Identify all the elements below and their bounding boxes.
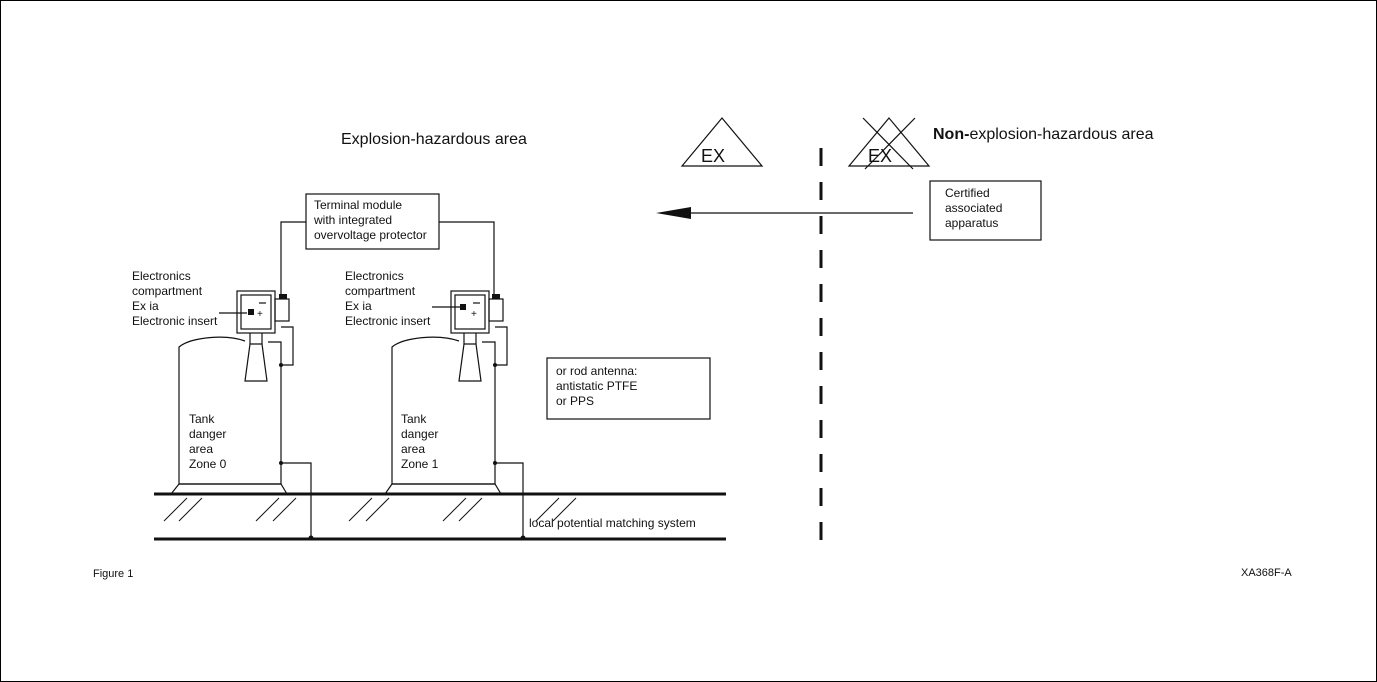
svg-text:+: +: [471, 309, 477, 320]
right-tank-line-3: area: [401, 442, 425, 456]
certified-line-3: apparatus: [945, 216, 998, 230]
right-tank-line-2: danger: [401, 427, 438, 441]
right-electronics-line-4: Electronic insert: [345, 314, 431, 328]
ground-hatching: [163, 497, 577, 522]
left-device-housing: +: [236, 290, 290, 382]
certified-line-2: associated: [945, 201, 1002, 215]
document-id: XA368F-A: [1241, 567, 1292, 579]
certified-apparatus-label: Certified associated apparatus: [945, 186, 1006, 230]
right-electronics-line-1: Electronics: [345, 269, 404, 283]
ex-warning-icon: EX: [680, 117, 764, 167]
terminal-line-3: overvoltage protector: [314, 228, 427, 242]
ex-prohibited-icon: EX: [847, 117, 931, 170]
antenna-line-2: antistatic PTFE: [556, 379, 637, 393]
right-tank-line-4: Zone 1: [401, 457, 439, 471]
left-tank-line-3: area: [189, 442, 213, 456]
terminal-wire-left: [280, 221, 306, 294]
non-hazard-bold: Non-: [933, 126, 969, 143]
ground-system-label: local potential matching system: [529, 516, 696, 530]
left-electronics-line-4: Electronic insert: [132, 314, 218, 328]
right-tank-line-1: Tank: [401, 412, 427, 426]
left-electronics-line-3: Ex ia: [132, 299, 159, 313]
non-hazard-area-title: Non-explosion-hazardous area: [933, 126, 1154, 143]
hazard-area-title: Explosion-hazardous area: [341, 131, 527, 148]
right-electronics-label: Electronics compartment Ex ia Electronic…: [345, 269, 431, 328]
rod-antenna-label: or rod antenna: antistatic PTFE or PPS: [556, 364, 641, 408]
right-electronics-line-3: Ex ia: [345, 299, 372, 313]
non-hazard-rest: explosion-hazardous area: [969, 126, 1153, 143]
left-tank-label: Tank danger area Zone 0: [189, 412, 230, 471]
right-device-housing: +: [450, 290, 504, 382]
left-tank-line-4: Zone 0: [189, 457, 227, 471]
ex-prohibited-text: EX: [868, 146, 892, 166]
left-tank-line-1: Tank: [189, 412, 215, 426]
ex-symbol-text: EX: [701, 146, 725, 166]
certified-line-1: Certified: [945, 186, 990, 200]
terminal-wire-right: [439, 221, 495, 294]
right-ground-wire: [495, 462, 524, 538]
left-tank-line-2: danger: [189, 427, 226, 441]
right-tank-label: Tank danger area Zone 1: [401, 412, 442, 471]
terminal-line-1: Terminal module: [314, 198, 402, 212]
signal-arrow: [656, 207, 913, 219]
terminal-line-2: with integrated: [313, 213, 392, 227]
svg-text:+: +: [257, 309, 263, 320]
left-tank-assembly: Electronics compartment Ex ia Electronic…: [132, 269, 314, 541]
rod-antenna-box: [546, 357, 711, 420]
left-electronics-line-1: Electronics: [132, 269, 191, 283]
terminal-module-label: Terminal module with integrated overvolt…: [313, 198, 427, 242]
left-electronics-label: Electronics compartment Ex ia Electronic…: [132, 269, 218, 328]
right-electronics-line-2: compartment: [345, 284, 416, 298]
left-electronics-line-2: compartment: [132, 284, 203, 298]
antenna-line-1: or rod antenna:: [556, 364, 637, 378]
left-ground-wire: [281, 462, 312, 538]
certified-apparatus-box: [929, 180, 1042, 241]
figure-label: Figure 1: [93, 568, 133, 580]
right-tank-assembly: Electronics compartment Ex ia Electronic…: [345, 269, 526, 541]
antenna-line-3: or PPS: [556, 394, 594, 408]
